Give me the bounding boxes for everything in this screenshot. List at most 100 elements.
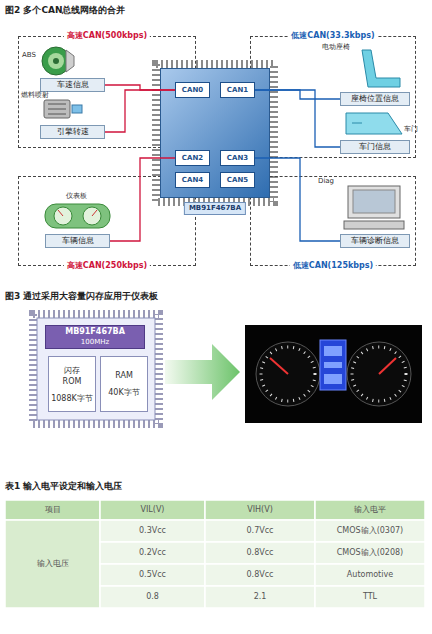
node-label: CAN5 — [227, 176, 248, 184]
table-cell: 输入电压 — [5, 520, 100, 608]
icon-label: 燃料喷射 — [21, 90, 49, 100]
keyboard-icon — [344, 221, 404, 229]
table-header: VIH(V) — [205, 500, 315, 520]
info-box: 引擎转速 — [40, 125, 105, 139]
gauge-ticks — [352, 347, 406, 401]
memory-block: RAM 40K字节 — [100, 356, 148, 412]
icon-label: ABS — [22, 50, 36, 60]
gauge-needle — [58, 210, 63, 216]
node-label: 车辆诊断信息 — [351, 236, 399, 246]
injector-icon — [48, 109, 66, 110]
figure-title: 图3 通过采用大容量闪存应用于仪表板 — [5, 290, 158, 302]
table-cell — [100, 586, 205, 608]
table-header: VIL(V) — [100, 500, 205, 520]
injector-icon — [44, 100, 70, 118]
icon-label: 电动座椅 — [322, 42, 350, 52]
table-cell — [205, 564, 315, 586]
injector-icon — [48, 114, 66, 115]
info-box: 车速信息 — [40, 78, 105, 92]
node-label: 100MHz — [81, 337, 109, 347]
gauge — [347, 342, 411, 406]
lcd-segment — [324, 374, 342, 384]
table-cell: 0.5Vcc — [100, 564, 205, 586]
bus-wire — [105, 90, 175, 132]
node-label: CAN1 — [227, 86, 248, 94]
node-label: 高速CAN(500kbps) — [64, 31, 150, 41]
chip-pins — [156, 64, 274, 202]
table-cell — [100, 520, 205, 542]
table-cell: Automotive — [315, 564, 425, 586]
table-cell — [205, 586, 315, 608]
abs-hub — [53, 58, 59, 64]
can-controller: CAN1 — [220, 82, 255, 98]
injector-icon — [48, 104, 66, 105]
table-cell: 0.8Vcc — [205, 542, 315, 564]
node-label: MB91F467BA — [65, 327, 125, 337]
node-label: 40K字节 — [108, 387, 139, 398]
figure-title: 图2 多个CAN总线网络的合并 — [5, 4, 126, 16]
table-cell: 2.1 — [205, 586, 315, 608]
lcd-segment — [324, 362, 342, 368]
info-box: 座椅位置信息 — [340, 92, 410, 106]
node-label: CAN2 — [182, 154, 203, 162]
mcu-body — [37, 318, 155, 420]
icon-label: 仪表板 — [66, 191, 87, 201]
table-header-cell — [5, 500, 100, 520]
table-cell — [205, 520, 315, 542]
info-box: 车门信息 — [340, 140, 410, 154]
abs-disc — [42, 47, 70, 75]
node-label: CAN4 — [182, 176, 203, 184]
node-label: 1088K字节 — [51, 393, 93, 404]
gauge-ticks — [261, 347, 315, 401]
gauge-icon — [54, 207, 72, 225]
table-header-cell — [100, 500, 205, 520]
node-label: RAM — [115, 370, 133, 381]
bus-wire — [105, 85, 175, 90]
gauge-icon — [83, 207, 101, 225]
node-label: MB91F467BA — [184, 202, 246, 215]
can-controller: CAN0 — [175, 82, 210, 98]
info-box: 车辆信息 — [45, 234, 110, 248]
table-header: 项目 — [5, 500, 100, 520]
table-title: 表1 输入电平设定和输入电压 — [5, 480, 122, 492]
node-label: 车辆信息 — [62, 236, 94, 246]
node-label: 车门信息 — [359, 142, 391, 152]
table-cell: CMOS输入(0208) — [315, 542, 425, 564]
table-cell: 0.8Vcc — [205, 564, 315, 586]
table-cell — [100, 564, 205, 586]
node-label: 座椅位置信息 — [351, 94, 399, 104]
node-label: 闪存 ROM — [57, 365, 87, 387]
gauge — [256, 342, 320, 406]
info-box: 车辆诊断信息 — [340, 234, 410, 248]
icon-label: Diag — [318, 176, 334, 186]
table-cell — [100, 542, 205, 564]
network-box: 低速CAN(125kbps)车辆诊断信息 — [250, 176, 416, 266]
table-cell: CMOS输入(0307) — [315, 520, 425, 542]
node-label: CAN3 — [227, 154, 248, 162]
door-icon — [352, 123, 362, 124]
gauge-needle — [270, 358, 288, 374]
computer-screen — [353, 190, 395, 213]
abs-disc — [48, 53, 64, 69]
icon-label: 车门 — [404, 124, 418, 134]
table-header: 输入电平 — [315, 500, 425, 520]
gauge-needle — [92, 210, 97, 216]
can-controller: CAN3 — [220, 150, 255, 166]
lcd-segment — [324, 346, 342, 356]
mcu-header: MB91F467BA100MHz — [45, 325, 145, 349]
node-label: 引擎转速 — [57, 127, 89, 137]
flow-arrow — [165, 344, 240, 400]
can-controller: CAN4 — [175, 172, 210, 188]
table-cell: 0.2Vcc — [100, 542, 205, 564]
lcd-display — [320, 340, 346, 390]
chip-pins — [33, 314, 159, 424]
can-controller: CAN5 — [220, 172, 255, 188]
memory-block: 闪存 ROM 1088K字节 — [48, 356, 96, 412]
bus-wire — [255, 158, 340, 241]
network-box: 低速CAN(33.3kbps)座椅位置信息车门信息 — [250, 36, 416, 158]
bus-wire — [255, 90, 340, 147]
node-label: 低速CAN(125kbps) — [290, 261, 376, 271]
table-cell — [315, 542, 425, 564]
table-cell: TTL — [315, 586, 425, 608]
node-label: 车速信息 — [57, 80, 89, 90]
